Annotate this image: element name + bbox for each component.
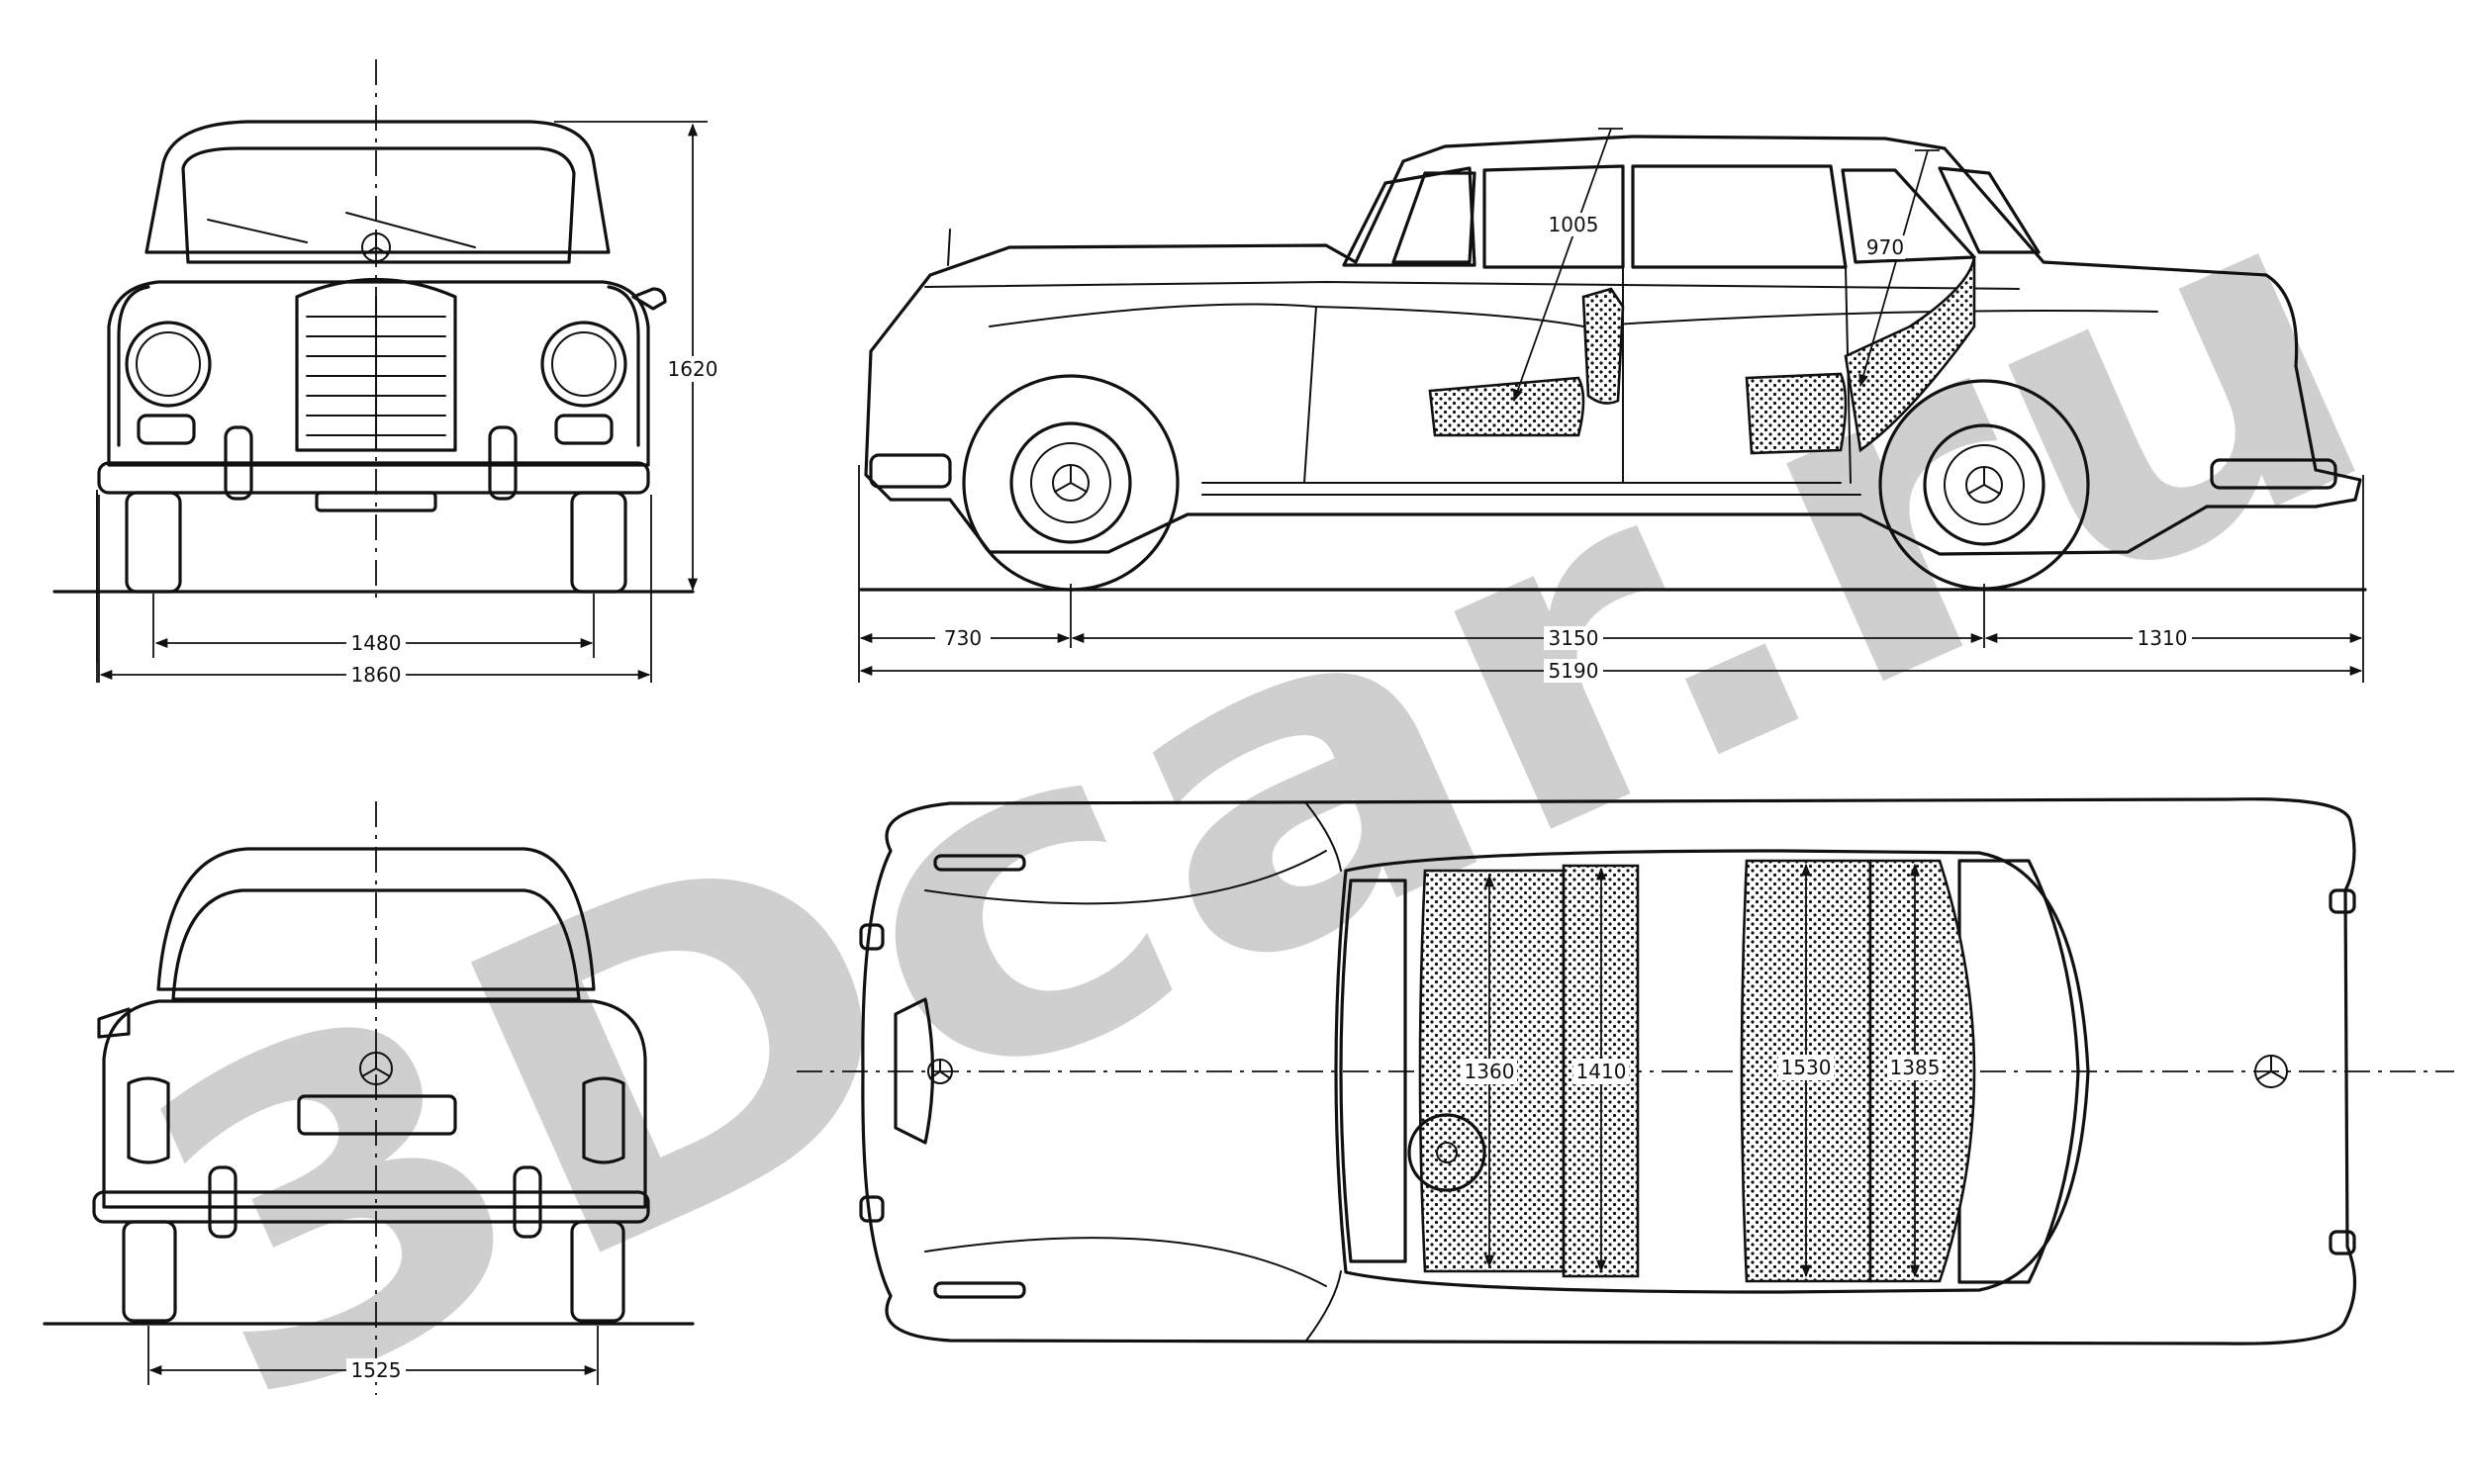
wiper-left: [207, 219, 308, 243]
rear-seat-label: 1385: [1890, 1056, 1941, 1079]
wheelbase-label: 3150: [1549, 626, 1599, 650]
rear-bumper-guard-right: [513, 1165, 542, 1239]
top-mirror-right: [859, 1195, 885, 1223]
rear-headroom-label: 970: [1866, 235, 1904, 259]
rear-seat-back: [1844, 256, 1976, 453]
side-rear-bumper: [2210, 458, 2337, 490]
front-headroom-label: 1005: [1549, 213, 1599, 236]
overall-length-label: 5190: [1549, 659, 1599, 683]
top-tail-left: [2329, 888, 2356, 914]
wiper-right: [345, 212, 476, 248]
front-height-label: 1620: [668, 357, 718, 381]
taillight-left: [127, 1076, 170, 1164]
watermark-logo: 3Dcar.ru: [77, 85, 2434, 1484]
rear-tire-right: [570, 1220, 625, 1323]
side-beltline: [924, 281, 2020, 290]
top-hood-line-lower: [924, 1237, 1327, 1287]
star-emblem-rear: [359, 1052, 393, 1085]
rear-overhang-label: 1310: [2138, 626, 2188, 650]
top-rear-window: [1957, 859, 2080, 1284]
front-seat-cushion: [1428, 376, 1585, 437]
top-star-emblem-front: [927, 1059, 953, 1084]
rear-tire-left: [122, 1220, 177, 1323]
side-body: [864, 135, 2362, 556]
top-tail-right: [2329, 1230, 2356, 1255]
front-roof: [144, 120, 611, 254]
side-window-front-vent: [1342, 166, 1476, 267]
front-seat-back: [1581, 287, 1625, 405]
front-tire-left: [125, 491, 182, 594]
taillight-right: [582, 1076, 625, 1164]
grille-bars: [306, 296, 446, 451]
top-mirror-left: [859, 923, 885, 951]
front-headroom-dim-line: [1513, 128, 1612, 403]
rear-window: [171, 888, 581, 1001]
front-seat-label: 1410: [1576, 1060, 1627, 1083]
front-valance: [315, 491, 437, 512]
top-windshield: [1339, 879, 1407, 1263]
rear-bumper-guard-left: [208, 1165, 238, 1239]
rear-bumper: [92, 1190, 650, 1224]
side-front-wheel: [962, 374, 1180, 592]
front-body: [107, 280, 650, 467]
side-view: 1005 970 730 3150 1310: [858, 128, 2367, 683]
foglight-right: [554, 414, 614, 445]
rear-seat-cushion: [1745, 372, 1848, 455]
front-tire-right: [570, 491, 627, 594]
rear-headroom-dim-line: [1858, 149, 1929, 388]
rear-shoulder-label: 1530: [1781, 1056, 1832, 1079]
side-window-rear: [1938, 166, 2041, 254]
rear-track-label: 1525: [351, 1358, 402, 1382]
headlight-left: [125, 321, 212, 408]
bumper-guard-right: [488, 425, 518, 501]
front-shoulder-label: 1360: [1465, 1060, 1515, 1083]
front-fender-right: [607, 285, 640, 447]
front-track-label: 1480: [351, 631, 402, 655]
top-hood-line-upper: [924, 850, 1327, 905]
rear-roof: [156, 847, 596, 991]
rear-mirror: [97, 1007, 131, 1039]
door-seam-a: [1303, 306, 1317, 484]
star-emblem-front: [361, 232, 391, 262]
top-wiper-left: [933, 854, 1026, 872]
front-grille: [295, 277, 457, 452]
front-windshield: [181, 146, 576, 264]
top-star-emblem-rear: [2254, 1055, 2288, 1088]
front-view: 1480 1860 1620: [52, 59, 720, 687]
top-wiper-right: [933, 1281, 1026, 1299]
side-window-front: [1391, 171, 1476, 264]
side-mirror: [631, 287, 667, 311]
side-window-rear-door: [1631, 164, 1848, 269]
overall-width-label: 1860: [351, 663, 402, 687]
top-body: [861, 797, 2357, 1345]
bumper-guard-left: [224, 425, 253, 501]
top-view: 1360 1410 1530 1385: [797, 797, 2454, 1345]
front-bumper: [97, 461, 650, 495]
front-fender-left: [117, 285, 150, 447]
rear-view: 1525: [43, 801, 695, 1395]
side-front-bumper: [869, 453, 952, 489]
license-plate: [297, 1094, 457, 1136]
foglight-left: [137, 414, 196, 445]
front-overhang-label: 730: [944, 626, 982, 650]
hood-ornament: [947, 229, 951, 266]
watermark-text: 3Dcar.ru: [77, 85, 2434, 1484]
headlight-right: [540, 321, 627, 408]
